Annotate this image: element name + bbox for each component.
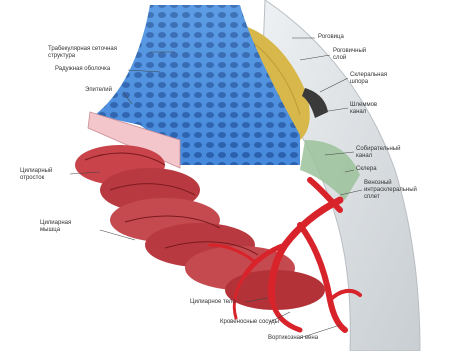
label-venous-plexus: Венозный интрасклеральный сплет — [364, 180, 417, 201]
label-trabecular-meshwork: Трабекулярная сеточная структура — [48, 46, 117, 60]
label-retina-top: Роговица — [318, 34, 344, 41]
label-vortex-vein: Вортикозная вена — [268, 335, 318, 342]
label-iris-root: Радужная оболочка — [55, 66, 110, 73]
label-ciliary-process: Цилиарный отросток — [20, 168, 52, 182]
label-collector-channel: Собирательный канал — [356, 146, 400, 160]
label-ciliary-body: Цилиарное тело — [190, 299, 236, 306]
label-blood-vessels: Кровеносные сосуды — [220, 319, 279, 326]
label-ciliary-muscle-fibers: Цилиарная мышца — [40, 220, 71, 234]
label-stroma: Эпителий — [85, 87, 112, 94]
label-schlemm-canal: Шлеммов канал — [350, 102, 377, 116]
label-corneal-layer: Роговичный слой — [333, 48, 366, 62]
ciliary-processes — [75, 145, 325, 310]
label-scleral-spur: Склеральная шпора — [350, 72, 387, 86]
label-sclera: Склера — [356, 166, 377, 173]
